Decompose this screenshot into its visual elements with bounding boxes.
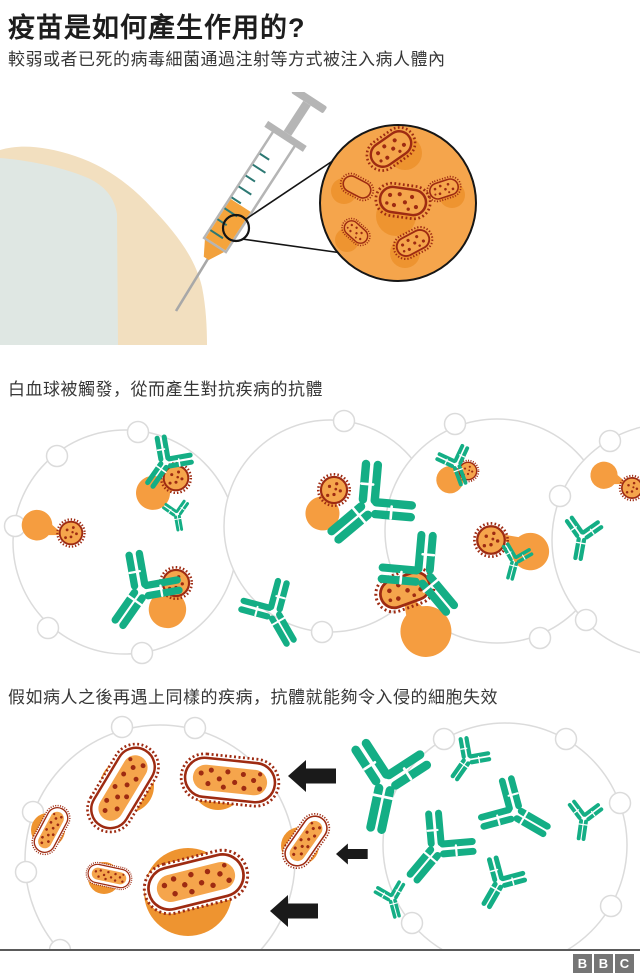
arrow-left-icon — [336, 843, 368, 865]
neutralization-illustration — [14, 715, 632, 950]
bbc-logo-block: B — [573, 954, 592, 973]
footer-divider — [0, 949, 640, 951]
arrow-left-icon — [288, 760, 336, 792]
zoom-guide-line-bottom — [241, 238, 343, 254]
step2-caption: 白血球被觸發，從而產生對抗疾病的抗體 — [8, 380, 323, 399]
magnifier-circle-icon — [221, 213, 251, 243]
zoom-guide-line-top — [245, 153, 344, 220]
bbc-logo-block: B — [594, 954, 613, 973]
white-blood-cell-icon — [382, 722, 632, 950]
antibody-production-illustration — [3, 409, 640, 667]
syringe-icon — [202, 92, 327, 261]
step1-caption: 較弱或者已死的病毒細菌通過注射等方式被注入病人體內 — [8, 50, 446, 69]
shirt-sleeve — [0, 158, 118, 345]
bbc-logo: B B C — [573, 954, 634, 973]
bbc-logo-block: C — [615, 954, 634, 973]
step3-caption: 假如病人之後再遇上同樣的疾病，抗體就能夠令入侵的細胞失效 — [8, 688, 498, 707]
magnified-pathogens-view — [319, 121, 477, 282]
page-title: 疫苗是如何產生作用的? — [8, 13, 306, 43]
injection-illustration — [0, 92, 477, 345]
